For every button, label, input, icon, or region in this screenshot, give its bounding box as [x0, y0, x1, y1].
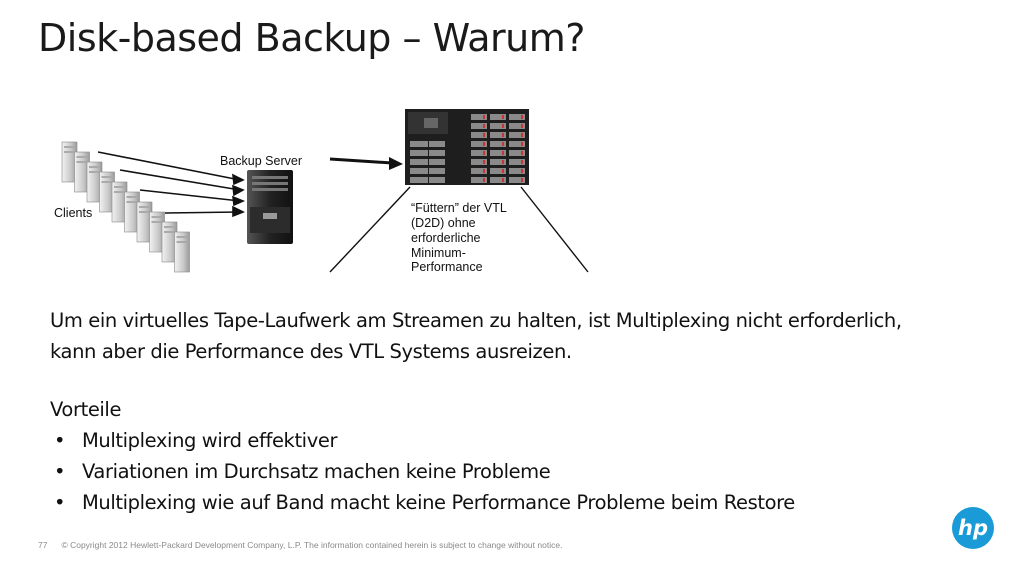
bullet-symbol: •	[54, 429, 66, 452]
bullet-symbol: •	[54, 491, 66, 514]
list-item: • Variationen im Durchsatz machen keine P…	[50, 456, 950, 487]
intro-paragraph: Um ein virtuelles Tape-Laufwerk am Strea…	[50, 309, 902, 363]
backup-server-icon	[247, 170, 293, 244]
slide-footer: 77 © Copyright 2012 Hewlett-Packard Devel…	[38, 540, 562, 550]
slide-title: Disk-based Backup – Warum?	[38, 16, 585, 60]
client-computer-icon	[174, 231, 190, 273]
vtl-storage-rack-icon	[405, 109, 529, 185]
client-to-server-arrows	[97, 151, 246, 218]
vtl-note: “Füttern” der VTL (D2D) ohne erforderlic…	[411, 201, 510, 274]
backup-server-label: Backup Server	[220, 154, 302, 168]
server-to-vtl-arrow	[329, 157, 403, 170]
advantages-heading: Vorteile	[50, 398, 122, 421]
spacer	[50, 367, 950, 394]
client-computer-icon	[111, 181, 128, 223]
vtl-note-line: Performance	[411, 260, 483, 274]
copyright-text: © Copyright 2012 Hewlett-Packard Develop…	[61, 540, 563, 550]
bullet-symbol: •	[54, 460, 66, 483]
hp-logo-circle	[952, 507, 994, 549]
hp-logo: hp	[952, 507, 994, 549]
vtl-note-line: erforderliche	[411, 231, 481, 245]
vtl-note-line: “Füttern” der VTL	[411, 201, 507, 215]
list-item: • Multiplexing wie auf Band macht keine P…	[50, 487, 950, 518]
client-computer-icon	[124, 191, 140, 233]
vtl-note-line: (D2D) ohne	[411, 216, 476, 230]
client-computers-group	[61, 141, 190, 273]
vtl-note-line: Minimum-	[411, 246, 466, 260]
body-content: Um ein virtuelles Tape-Laufwerk am Strea…	[50, 305, 950, 518]
list-item-text: Multiplexing wie auf Band macht keine Pe…	[82, 491, 795, 514]
vtl-to-tape-lines	[329, 186, 589, 273]
page-number: 77	[38, 540, 48, 550]
list-item-text: Multiplexing wird effektiver	[82, 429, 338, 452]
list-item: • Multiplexing wird effektiver	[50, 425, 950, 456]
hp-logo-text: hp	[958, 516, 988, 540]
advantages-list: • Multiplexing wird effektiver • Variation…	[50, 425, 950, 518]
clients-label: Clients	[54, 206, 92, 220]
list-item-text: Variationen im Durchsatz machen keine Pr…	[82, 460, 551, 483]
backup-diagram: Clients Backup Server “Fütt	[54, 109, 589, 274]
